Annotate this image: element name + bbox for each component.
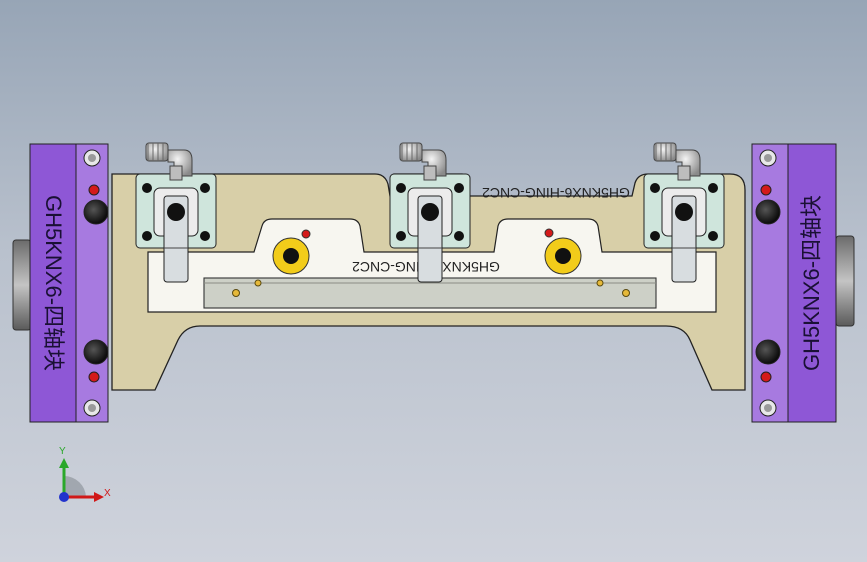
bolt-icon (142, 183, 152, 193)
bolt-icon (650, 231, 660, 241)
right-fourth-axis-block[interactable]: GH5KNX6-四轴块 (751, 143, 837, 423)
bolt-icon (200, 183, 210, 193)
right-end-cylinder (835, 235, 855, 327)
bolt-icon (396, 231, 406, 241)
right-block-label: GH5KNX6-四轴块 (799, 195, 824, 371)
y-axis-label: Y (59, 446, 66, 457)
locating-pin-right[interactable] (544, 237, 582, 275)
bolt-icon (200, 231, 210, 241)
bolt-icon (396, 183, 406, 193)
x-axis-label: X (104, 488, 111, 499)
red-marker (301, 229, 311, 239)
pivot-bolt-icon (421, 203, 439, 221)
bolt-icon (708, 231, 718, 241)
red-marker (544, 228, 554, 238)
clamp-assembly[interactable] (643, 142, 725, 283)
bolt-icon (650, 183, 660, 193)
top-engraving: GH5KNX6-HING-CNC2 (482, 185, 630, 201)
left-block-label: GH5KNX6-四轴块 (41, 195, 66, 371)
air-fitting-icon (145, 142, 169, 162)
bolt-icon (142, 231, 152, 241)
bolt-icon (454, 231, 464, 241)
axis-triad-icon (59, 458, 104, 502)
bolt-icon (454, 183, 464, 193)
clamp-assembly[interactable] (135, 142, 217, 283)
left-fourth-axis-block[interactable]: GH5KNX6-四轴块 (29, 143, 109, 423)
pivot-bolt-icon (675, 203, 693, 221)
air-fitting-icon (399, 142, 423, 162)
clamp-assembly[interactable] (389, 142, 471, 283)
left-end-cylinder (12, 239, 32, 331)
locating-pin-left[interactable] (272, 237, 310, 275)
pivot-bolt-icon (167, 203, 185, 221)
bolt-icon (708, 183, 718, 193)
rail-holes (232, 279, 630, 297)
air-fitting-icon (653, 142, 677, 162)
